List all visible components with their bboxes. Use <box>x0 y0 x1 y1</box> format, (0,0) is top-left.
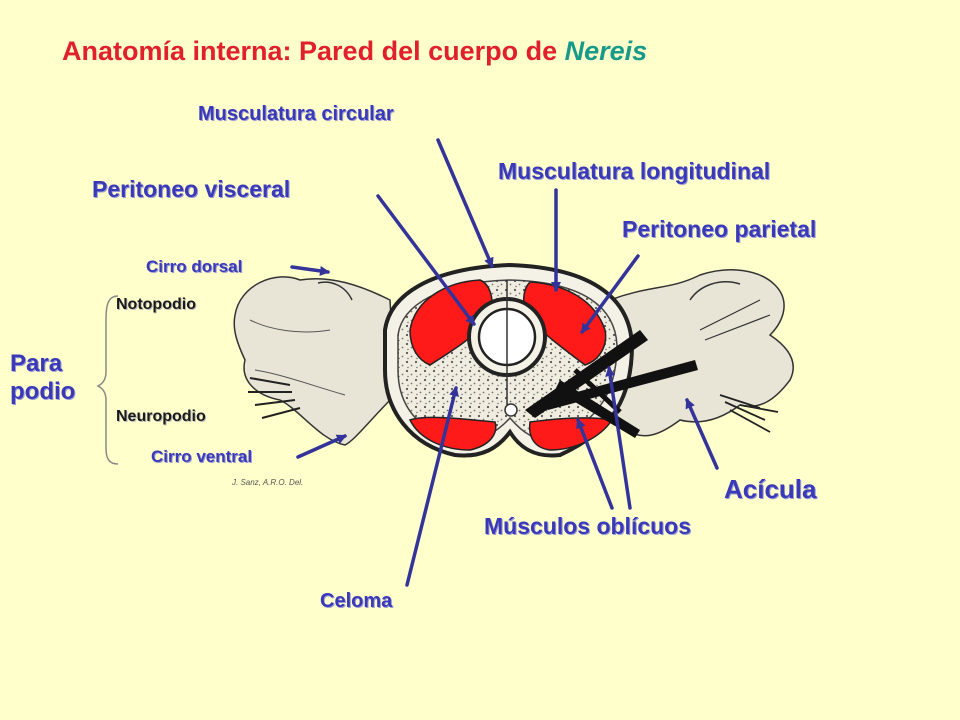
title-emphasis: Nereis <box>564 36 648 66</box>
muscle-ventral-right <box>528 417 614 451</box>
title-main: Anatomía interna: Pared del cuerpo de <box>62 36 565 66</box>
label-acicula: Acícula <box>724 474 817 504</box>
label-musculos-oblicuos: Músculos oblícuos <box>484 513 692 539</box>
longitudinal-muscles <box>408 279 614 451</box>
arrow-musculos-oblicuos-2 <box>605 366 632 510</box>
arrow-musculatura-circular <box>436 138 494 268</box>
label-parapodio: Para podio <box>10 350 75 406</box>
arrow-cirro-ventral <box>296 434 347 459</box>
label-parapodio-line1: Para <box>10 350 63 377</box>
illustration-credit: J. Sanz, A.R.O. Del. <box>232 478 304 487</box>
label-cirro-dorsal: Cirro dorsal <box>146 257 243 276</box>
parapodio-bracket <box>96 295 119 465</box>
label-musculatura-circular: Musculatura circular <box>198 103 394 125</box>
label-parapodio-line2: podio <box>10 378 76 405</box>
muscle-ventral-left <box>408 416 497 451</box>
label-peritoneo-parietal: Peritoneo parietal <box>622 216 817 242</box>
pointer-arrows <box>290 138 719 587</box>
label-musculatura-longitudinal: Musculatura longitudinal <box>498 158 771 184</box>
label-celoma: Celoma <box>320 590 393 612</box>
arrow-peritoneo-parietal <box>580 254 640 334</box>
arrow-celoma <box>405 386 459 587</box>
label-neuropodio: Neuropodio <box>116 408 206 425</box>
arrow-cirro-dorsal <box>290 265 330 276</box>
label-peritoneo-visceral: Peritoneo visceral <box>92 176 291 202</box>
label-cirro-ventral: Cirro ventral <box>151 447 253 466</box>
slide-title: Anatomía interna: Pared del cuerpo de Ne… <box>62 36 647 67</box>
arrow-musculos-oblicuos-1 <box>576 418 614 510</box>
right-parapodium <box>609 269 794 437</box>
arrow-peritoneo-visceral <box>376 194 476 326</box>
arrow-acicula <box>685 398 719 470</box>
gut <box>467 280 547 417</box>
label-notopodio: Notopodio <box>116 296 196 313</box>
left-parapodium <box>233 276 396 446</box>
